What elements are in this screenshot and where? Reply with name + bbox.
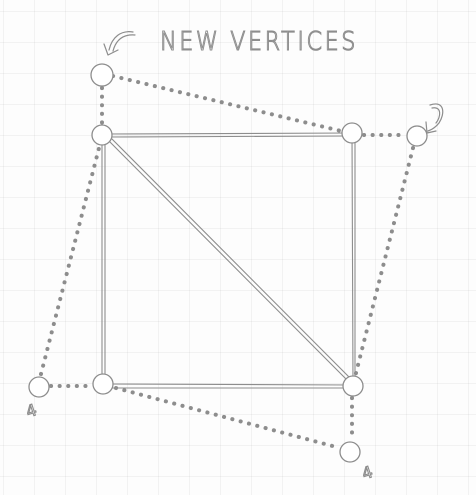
new-vertex-top (90, 63, 114, 87)
dotted-edge-right (353, 146, 415, 379)
dotted-connections (39, 74, 415, 450)
dotted-edge-bottom (114, 386, 342, 450)
square-top-edge (101, 132, 353, 135)
new-vertex-right (406, 125, 428, 147)
new-vertex-bottom (339, 441, 361, 463)
curved-arrow-right-icon (425, 103, 444, 134)
curved-arrow-top-left-icon (103, 31, 136, 56)
tag-left-label: 4 (24, 400, 40, 421)
vertex-top-left (91, 124, 113, 146)
vertex-bottom-right (342, 375, 364, 397)
diagonal-edge-trace (106, 133, 355, 383)
new-vertex-left (28, 376, 50, 398)
square-mesh (101, 132, 356, 389)
vertices (28, 63, 428, 463)
annotation-arrows (103, 31, 444, 134)
square-bottom-edge (102, 383, 354, 386)
vertex-top-right (341, 122, 363, 144)
dotted-edge-top (111, 74, 343, 133)
dotted-edge-left (39, 146, 101, 376)
diagonal-edge (102, 134, 353, 386)
tag-bottom-label: 4 (360, 462, 376, 483)
square-right-edge (351, 132, 354, 387)
square-top-edge-trace (102, 135, 352, 138)
vertex-bottom-left (92, 373, 114, 395)
new-vertices-title: NEW VERTICES (160, 27, 358, 57)
